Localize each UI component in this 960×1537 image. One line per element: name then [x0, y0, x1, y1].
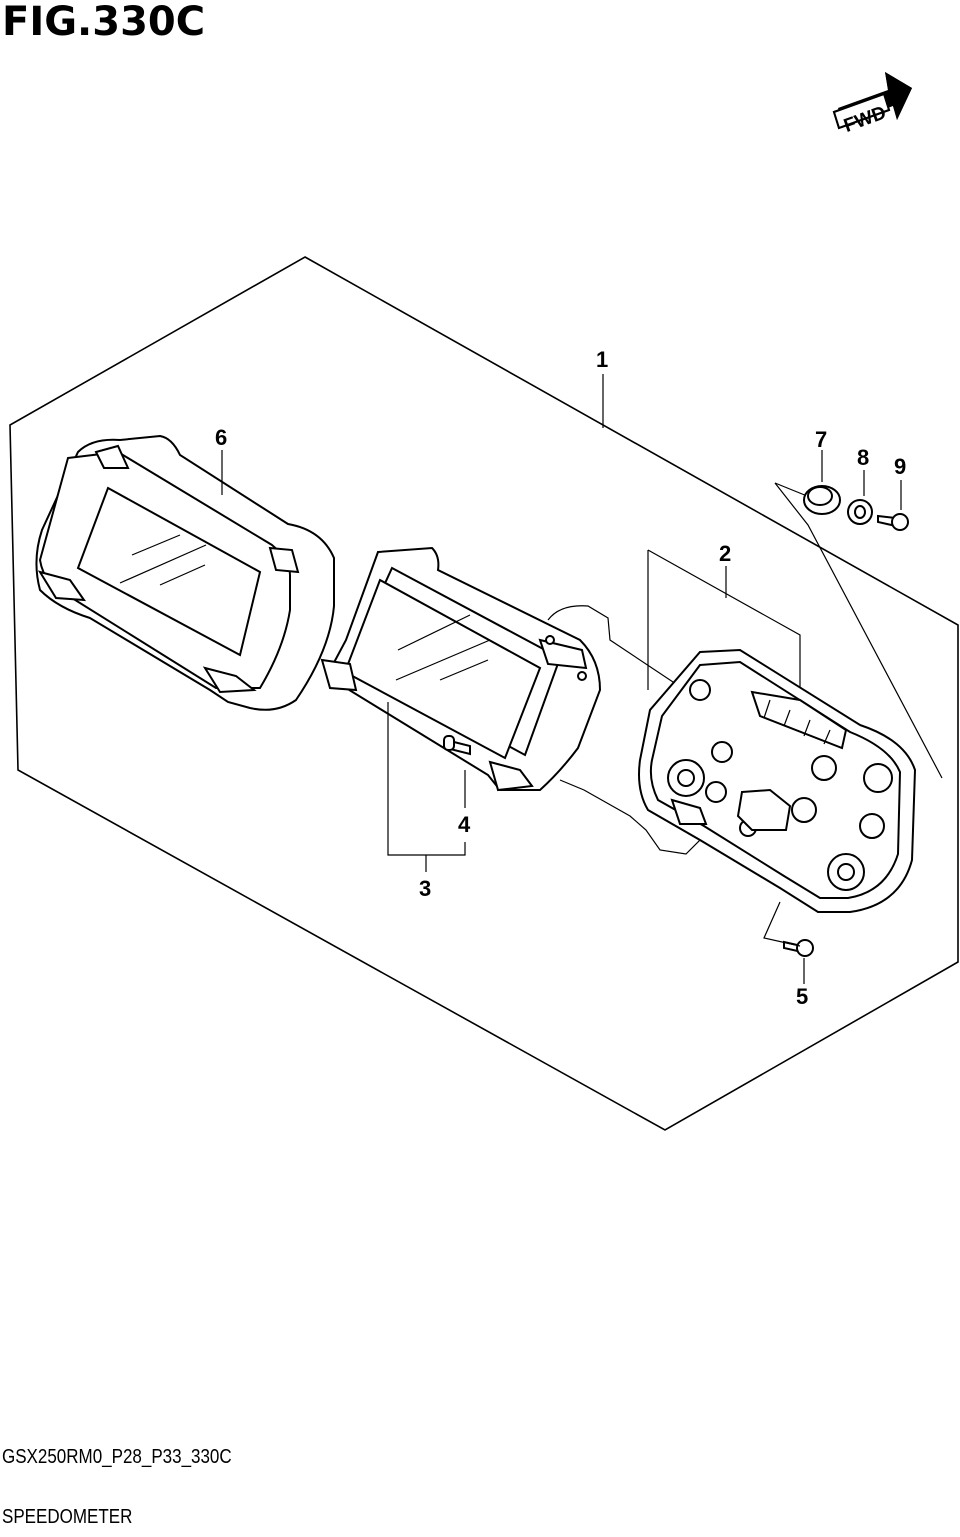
- callout-4: 4: [458, 812, 471, 837]
- callout-2: 2: [719, 541, 731, 566]
- screw-item-9: [877, 513, 909, 531]
- callout-3: 3: [419, 876, 431, 901]
- assembly-boundary: [9, 256, 959, 1131]
- callout-6: 6: [215, 425, 227, 450]
- gasket-seal: [547, 605, 741, 855]
- callout-5: 5: [796, 984, 808, 1009]
- callout-9: 9: [894, 454, 906, 479]
- rear-case: [638, 648, 917, 913]
- callout-8: 8: [857, 445, 869, 470]
- callout-1: 1: [596, 347, 608, 372]
- fwd-arrow-icon: FWD: [832, 72, 912, 137]
- grommet-item-7: [803, 485, 841, 515]
- hardware-boundary: [774, 482, 943, 779]
- screw-item-5: [783, 939, 814, 957]
- figure-name: SPEEDOMETER: [2, 1506, 133, 1528]
- front-lens-cover: [35, 434, 335, 711]
- screw-item-4: [443, 735, 471, 756]
- model-code: GSX250RM0_P28_P33_330C: [2, 1446, 232, 1468]
- meter-display-unit: [320, 546, 602, 792]
- washer-item-8: [847, 499, 873, 525]
- figure-title: FIG.330C: [2, 0, 206, 45]
- callout-7: 7: [815, 427, 827, 452]
